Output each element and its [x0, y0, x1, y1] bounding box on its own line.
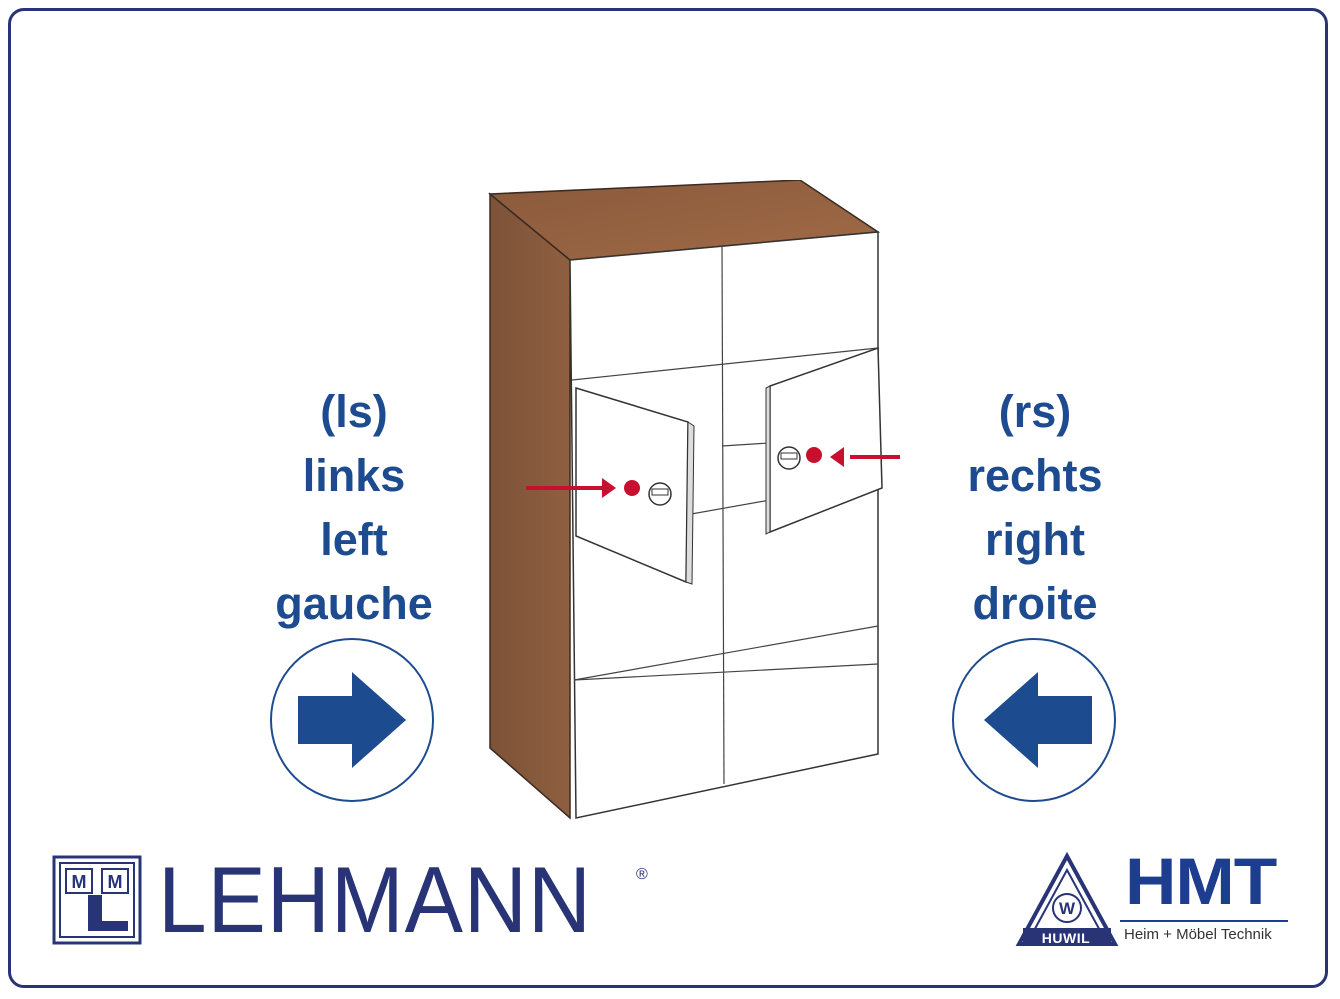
huwil-triangle-icon: W: [1015, 852, 1119, 946]
right-french: droite: [972, 578, 1098, 629]
right-english: right: [985, 514, 1085, 565]
left-label-group: (ls) links left gauche: [224, 380, 484, 636]
left-red-marker: [624, 480, 640, 496]
svg-text:M: M: [72, 872, 87, 892]
left-german: links: [302, 450, 406, 501]
right-arrow-icon: [270, 638, 434, 802]
hmt-divider: [1120, 920, 1288, 922]
left-french: gauche: [275, 578, 433, 629]
left-code: (ls): [320, 386, 388, 437]
left-arrow-icon: [952, 638, 1116, 802]
lehmann-registered-mark: ®: [636, 866, 648, 883]
svg-text:M: M: [108, 872, 123, 892]
lehmann-monogram-icon: M M: [52, 855, 142, 945]
svg-text:W: W: [1059, 899, 1076, 918]
left-red-arrow: [602, 478, 616, 498]
right-red-arrow: [830, 447, 844, 467]
huwil-label: HUWIL: [1041, 930, 1091, 946]
hmt-subtitle: Heim + Möbel Technik: [1124, 926, 1272, 943]
right-code: (rs): [998, 386, 1072, 437]
cabinet-side-panel: [489, 192, 571, 820]
right-german: rechts: [967, 450, 1103, 501]
right-red-marker: [806, 447, 822, 463]
left-english: left: [320, 514, 388, 565]
lehmann-wordmark: LEHMANN: [158, 847, 592, 952]
hmt-wordmark: HMT: [1125, 844, 1277, 918]
cabinet-illustration: [488, 180, 900, 820]
right-label-group: (rs) rechts right droite: [905, 380, 1165, 636]
